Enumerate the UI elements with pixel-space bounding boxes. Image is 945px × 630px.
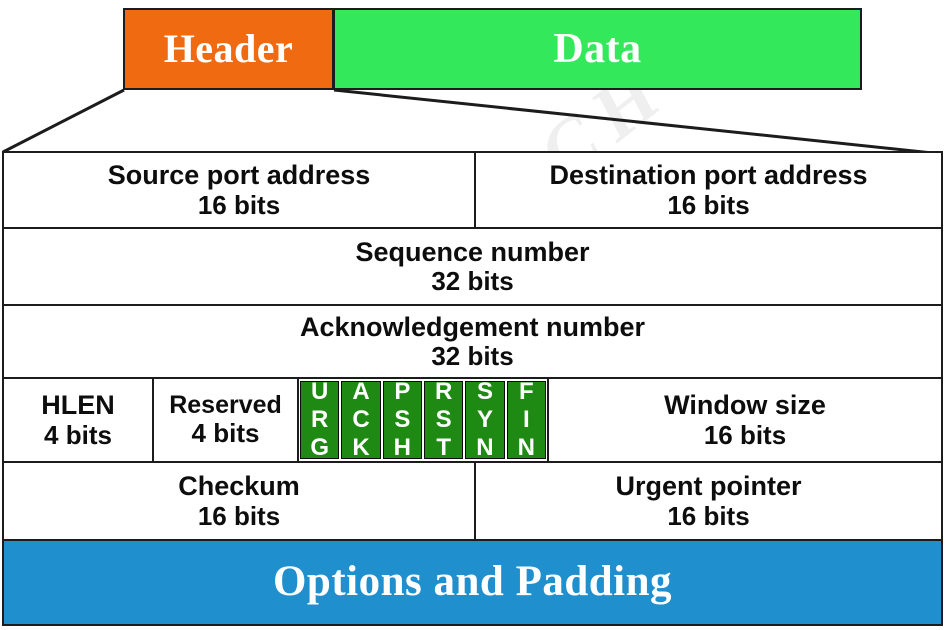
field-bits: 16 bits <box>703 419 787 450</box>
flag-letter: C <box>352 405 370 433</box>
field-urgent-pointer: Urgent pointer 16 bits <box>474 463 941 539</box>
segment-data-label: Data <box>553 26 642 72</box>
field-bits: 32 bits <box>431 341 514 372</box>
flag-fin: F I N <box>506 377 546 462</box>
field-row-acknowledgement-number: Acknowledgement number 32 bits <box>4 306 941 379</box>
field-bits: 16 bits <box>197 189 281 220</box>
connector-line-left <box>2 88 125 154</box>
field-name: Destination port address <box>549 160 868 191</box>
field-acknowledgement-number: Acknowledgement number 32 bits <box>4 306 941 377</box>
flag-letter: A <box>352 377 370 405</box>
flag-letter: G <box>310 434 329 462</box>
segment-data-box: Data <box>333 8 862 90</box>
flag-letter: N <box>476 434 494 462</box>
flag-rst: R S T <box>423 377 464 462</box>
field-sequence-number: Sequence number 32 bits <box>4 229 941 304</box>
field-bits: 32 bits <box>431 266 514 297</box>
field-source-port-address: Source port address 16 bits <box>4 153 474 227</box>
flag-letter: S <box>476 377 493 405</box>
segment-header-box: Header <box>123 8 334 90</box>
flag-letter: S <box>435 405 452 433</box>
field-name: Options and Padding <box>272 558 673 606</box>
tcp-header-field-table: Source port address 16 bits Destination … <box>2 151 943 626</box>
flag-letter: F <box>518 377 534 405</box>
flag-letter: N <box>517 434 535 462</box>
flag-letter: S <box>394 405 411 433</box>
field-row-checksum: Checkum 16 bits Urgent pointer 16 bits <box>4 463 941 541</box>
field-row-options-and-padding: Options and Padding <box>2 539 943 626</box>
flag-syn: S Y N <box>465 377 505 462</box>
field-bits: 16 bits <box>667 189 750 220</box>
field-row-flags: HLEN 4 bits Reserved 4 bits U R G A C K <box>4 377 941 463</box>
field-bits: 16 bits <box>667 500 750 531</box>
field-name: Source port address <box>107 160 371 191</box>
segment-header-label: Header <box>163 26 294 71</box>
field-bits: 16 bits <box>197 500 281 531</box>
flag-letter: I <box>522 405 530 433</box>
field-name: Urgent pointer <box>615 471 802 502</box>
field-reserved: Reserved 4 bits <box>152 379 297 461</box>
flag-urg: U R G <box>300 377 340 462</box>
flag-letter: T <box>436 434 451 462</box>
flag-ack: A C K <box>341 377 381 462</box>
control-flags-group: U R G A C K P S H R S T <box>297 377 547 462</box>
field-row-ports: Source port address 16 bits Destination … <box>4 153 941 229</box>
flag-letter: R <box>310 405 329 433</box>
flag-letter: R <box>434 377 453 405</box>
field-name: Acknowledgement number <box>299 311 646 342</box>
connector-line-right <box>333 88 943 156</box>
field-name: Window size <box>664 390 826 421</box>
field-name: Sequence number <box>355 236 590 267</box>
field-name: Reserved <box>169 391 282 420</box>
field-window-size: Window size 16 bits <box>547 379 941 461</box>
flag-psh: P S H <box>382 377 422 462</box>
field-destination-port-address: Destination port address 16 bits <box>474 153 941 227</box>
flag-letter: K <box>352 434 370 462</box>
field-options-and-padding: Options and Padding <box>2 539 943 626</box>
flag-letter: U <box>310 377 329 405</box>
field-bits: 4 bits <box>191 418 260 449</box>
flag-letter: P <box>394 377 411 405</box>
flag-letter: Y <box>476 405 493 433</box>
field-hlen: HLEN 4 bits <box>4 379 152 461</box>
field-row-sequence-number: Sequence number 32 bits <box>4 229 941 306</box>
field-bits: 4 bits <box>44 419 112 450</box>
field-name: HLEN <box>41 390 115 421</box>
field-name: Checkum <box>178 471 300 502</box>
field-checksum: Checkum 16 bits <box>4 463 474 539</box>
flag-letter: H <box>393 434 411 462</box>
